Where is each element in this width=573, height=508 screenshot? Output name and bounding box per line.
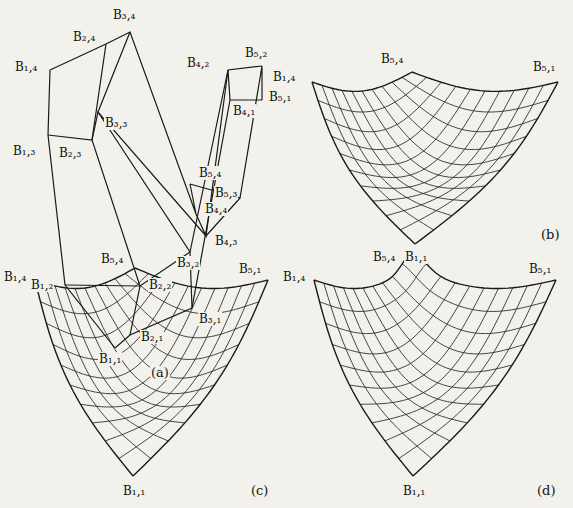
panel-label: (c) bbox=[250, 484, 269, 498]
point-label: B₁,₃ bbox=[12, 144, 36, 158]
mesh-line bbox=[332, 86, 456, 149]
point-label: B₄,₂ bbox=[186, 56, 210, 70]
mesh-line bbox=[53, 283, 175, 360]
mesh-line bbox=[373, 90, 514, 201]
surface-mesh bbox=[312, 72, 558, 244]
mesh-line bbox=[105, 283, 239, 360]
mesh-line bbox=[133, 280, 268, 476]
mesh-line bbox=[314, 280, 413, 476]
point-label: B₁,₁ bbox=[402, 484, 426, 498]
net-line bbox=[48, 70, 115, 348]
mesh-line bbox=[40, 274, 148, 314]
point-label: B₁,₄ bbox=[282, 270, 306, 284]
mesh-line bbox=[350, 288, 485, 388]
panel-label: (b) bbox=[540, 228, 560, 242]
point-label: B₅,₁ bbox=[238, 262, 262, 276]
net-line bbox=[196, 70, 230, 236]
point-label: B₅,₁ bbox=[268, 90, 292, 104]
point-label: B₁,₄ bbox=[14, 60, 38, 74]
mesh-line bbox=[320, 264, 427, 312]
point-label: B₃,₄ bbox=[112, 8, 136, 22]
point-label: B₅,₄ bbox=[198, 166, 222, 180]
point-label: B₃,₂ bbox=[176, 256, 200, 270]
mesh-line bbox=[61, 286, 188, 378]
point-label: B₃,₃ bbox=[104, 116, 128, 130]
mesh-line bbox=[324, 283, 432, 458]
mesh-line bbox=[412, 252, 556, 289]
point-label: B₂,₂ bbox=[148, 278, 172, 292]
mesh-line bbox=[402, 264, 546, 312]
mesh-line bbox=[340, 286, 469, 372]
mesh-line bbox=[55, 286, 168, 441]
mesh-line bbox=[80, 289, 214, 407]
point-label: B₁,₁ bbox=[98, 352, 122, 366]
mesh-line bbox=[400, 85, 543, 230]
surface-mesh bbox=[35, 268, 268, 476]
mesh-line bbox=[105, 286, 241, 441]
mesh-line bbox=[314, 252, 412, 289]
point-label: B₅,₄ bbox=[380, 52, 404, 66]
point-label: B₅,₄ bbox=[100, 252, 124, 266]
mesh-line bbox=[415, 82, 558, 244]
net-line bbox=[92, 44, 140, 335]
mesh-line bbox=[125, 274, 259, 314]
point-label: B₄,₃ bbox=[214, 234, 238, 248]
mesh-line bbox=[402, 77, 548, 112]
net-line bbox=[190, 66, 262, 198]
mesh-line bbox=[386, 88, 529, 215]
mesh-line bbox=[312, 72, 412, 91]
point-label: B₂,₄ bbox=[72, 30, 96, 44]
net-line bbox=[48, 112, 240, 236]
mesh-line bbox=[360, 91, 499, 188]
point-label: B₅,₃ bbox=[214, 186, 238, 200]
point-label: B₅,₄ bbox=[372, 250, 396, 264]
net-line bbox=[50, 32, 196, 214]
panel-label: (a) bbox=[150, 366, 170, 380]
point-label: B₄,₄ bbox=[204, 202, 228, 216]
mesh-line bbox=[383, 283, 525, 354]
point-label: B₂,₃ bbox=[58, 146, 82, 160]
net-line bbox=[65, 66, 262, 286]
mesh-line bbox=[340, 89, 471, 165]
panel-label: (d) bbox=[536, 484, 556, 498]
mesh-line bbox=[318, 77, 427, 112]
mesh-line bbox=[412, 72, 558, 91]
point-label: B₄,₁ bbox=[232, 104, 256, 118]
mesh-line bbox=[360, 289, 498, 405]
point-label: B₁,₄ bbox=[3, 270, 27, 284]
mesh-line bbox=[372, 89, 514, 165]
point-label: B₁,₁ bbox=[122, 484, 146, 498]
mesh-line bbox=[75, 289, 200, 407]
surface-mesh bbox=[314, 252, 556, 476]
point-label: B₅,₁ bbox=[528, 262, 552, 276]
point-label: B₅,₂ bbox=[244, 46, 268, 60]
point-label: B₅,₁ bbox=[532, 60, 556, 74]
point-label: B₁,₁ bbox=[404, 250, 428, 264]
point-label: B₁,₂ bbox=[30, 278, 54, 292]
point-label: B₂,₁ bbox=[140, 330, 164, 344]
point-label: B₃,₁ bbox=[198, 312, 222, 326]
point-label: B₁,₄ bbox=[272, 70, 296, 84]
mesh-line bbox=[382, 86, 526, 149]
mesh-line bbox=[413, 280, 556, 476]
